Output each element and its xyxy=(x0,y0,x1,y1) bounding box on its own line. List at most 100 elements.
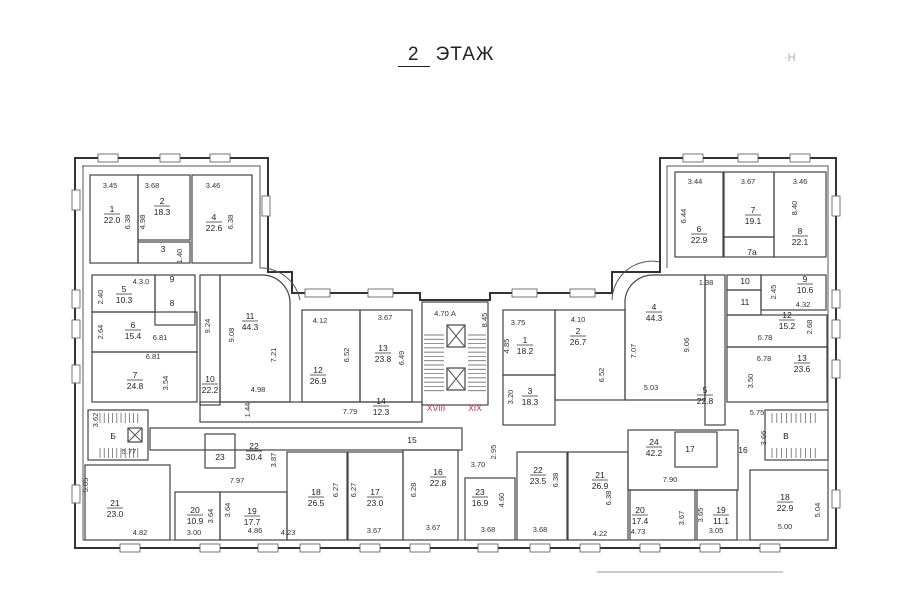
dimension-label: 6.78 xyxy=(758,333,773,342)
room-label: 7а xyxy=(747,247,757,257)
dimension-label: 3.46 xyxy=(206,181,221,190)
room-label: 3 xyxy=(161,244,166,254)
dimension-label: 1.38 xyxy=(699,278,714,287)
floor-number: 2 xyxy=(398,44,430,67)
room-label: 17 xyxy=(685,444,695,454)
dimension-label: 6.27 xyxy=(349,483,358,498)
room-area: 26.9 xyxy=(310,376,327,386)
dimension-label: 4.12 xyxy=(313,316,328,325)
dimension-label: 5.04 xyxy=(813,503,822,518)
dimension-label: 3.68 xyxy=(533,525,548,534)
room-number: 4 xyxy=(652,302,657,312)
dimension-label: 6.28 xyxy=(409,483,418,498)
room-number: 12 xyxy=(782,310,792,320)
room-number: 8 xyxy=(798,226,803,236)
dimension-label: 6.49 xyxy=(397,351,406,366)
room-area: 44.3 xyxy=(646,313,663,323)
room-number: 24 xyxy=(649,437,659,447)
room-number: 16 xyxy=(738,445,748,455)
dimension-label: 3.87 xyxy=(269,453,278,468)
dimension-label: 3.68 xyxy=(481,525,496,534)
room-area: 12.3 xyxy=(373,407,390,417)
room-label: 218.3 xyxy=(154,196,171,217)
dimension-label: 4.22 xyxy=(593,529,608,538)
room-label: 16 xyxy=(738,445,748,455)
room-label: 122.0 xyxy=(104,204,121,225)
corner-mark: ·Н xyxy=(784,52,796,64)
room-number: 12 xyxy=(313,365,323,375)
dimension-label: 6.38 xyxy=(123,215,132,230)
room-number: 7 xyxy=(133,370,138,380)
room-area: 18.3 xyxy=(154,207,171,217)
room-number: 20 xyxy=(635,505,645,515)
dimension-label: 3.45 xyxy=(103,181,118,190)
room-number: 23 xyxy=(215,452,225,462)
dimension-label: 4.10 xyxy=(571,315,586,324)
room-number: 16 xyxy=(433,467,443,477)
dimension-label: 8.40 xyxy=(790,201,799,216)
dimension-label: 7.07 xyxy=(629,344,638,359)
dimension-label: 7.79 xyxy=(343,407,358,416)
markers: 4.70 А XVIII XIX Б В xyxy=(110,309,789,441)
room-area: 19.1 xyxy=(745,216,762,226)
dimension-label: 5.75 xyxy=(750,408,765,417)
room-number: 7 xyxy=(751,205,756,215)
room-number: 10 xyxy=(205,374,215,384)
dimension-label: 3.68 xyxy=(145,181,160,190)
room-label: 15 xyxy=(407,435,417,445)
room-number: 22 xyxy=(249,441,259,451)
room-area: 17.4 xyxy=(632,516,649,526)
room-number: 11 xyxy=(741,297,750,307)
dimension-label: 2.64 xyxy=(96,325,105,340)
room-label: 622.9 xyxy=(691,224,708,245)
dimension-label: 6.27 xyxy=(331,483,340,498)
room-label: 444.3 xyxy=(646,302,663,323)
dimension-label: 9.08 xyxy=(227,328,236,343)
room-area: 15.4 xyxy=(125,331,142,341)
room-number: 6 xyxy=(697,224,702,234)
dimension-label: 2.95 xyxy=(489,445,498,460)
room-label: 615.4 xyxy=(125,320,142,341)
room-area: 23.5 xyxy=(530,476,547,486)
room-number: 3 xyxy=(161,244,166,254)
room-label: 724.8 xyxy=(127,370,144,391)
dimension-label: 6.38 xyxy=(604,491,613,506)
dimension-label: 3.00 xyxy=(187,528,202,537)
dimension-label: 4.73 xyxy=(631,527,646,536)
room-area: 26.9 xyxy=(592,481,609,491)
room-area: 10.6 xyxy=(797,285,814,295)
dimension-label: 3.67 xyxy=(367,526,382,535)
room-area: 16.9 xyxy=(472,498,489,508)
dimension-label: 4.23 xyxy=(281,528,296,537)
room-area: 23.0 xyxy=(107,509,124,519)
room-number: 7а xyxy=(747,247,757,257)
room-area: 10.3 xyxy=(116,295,133,305)
room-label: 422.6 xyxy=(206,212,223,233)
room-area: 22.2 xyxy=(202,385,219,395)
room-number: 1 xyxy=(110,204,115,214)
room-area: 26.5 xyxy=(308,498,325,508)
dimension-label: 9.06 xyxy=(682,338,691,353)
dimension-label: 3.67 xyxy=(741,177,756,186)
room-label: 118.2 xyxy=(517,335,534,356)
dimension-label: 4.98 xyxy=(251,385,266,394)
dimension-label: 4.3.0 xyxy=(133,277,150,286)
dimension-label: 7.97 xyxy=(230,476,245,485)
room-label: 226.7 xyxy=(570,326,587,347)
dimension-label: 4.98 xyxy=(138,215,147,230)
room-number: 13 xyxy=(797,353,807,363)
